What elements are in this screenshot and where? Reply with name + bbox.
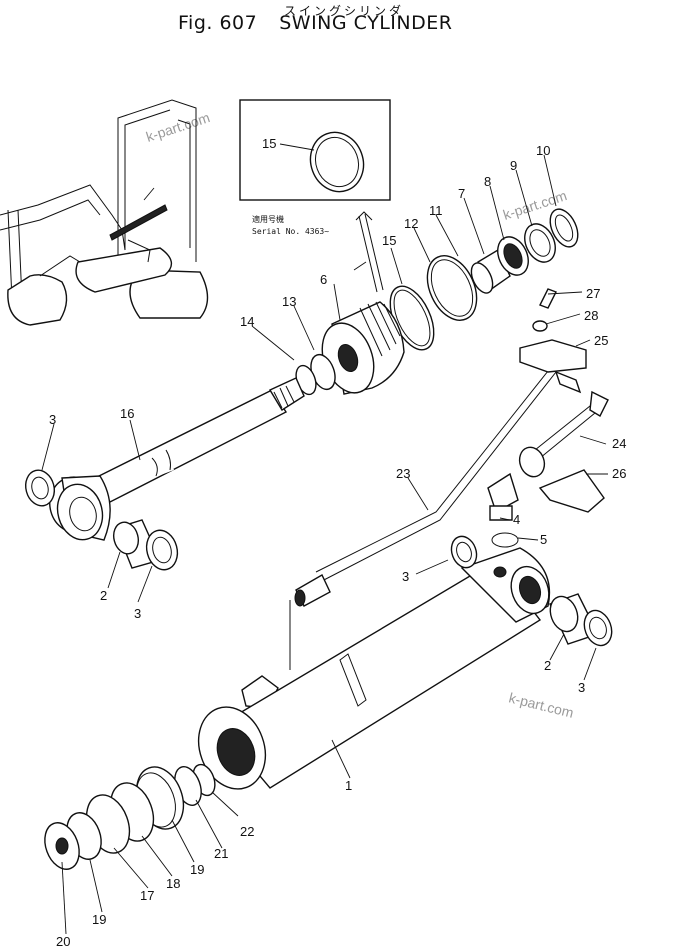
excavator-sketch: [0, 99, 209, 326]
callout-27: 27: [586, 286, 600, 301]
piston-stack: [44, 763, 216, 870]
callout-3-a: 3: [49, 412, 56, 427]
callout-19-lower: 19: [92, 912, 106, 927]
cylinder-tube: [197, 547, 551, 790]
callout-18: 18: [166, 876, 180, 891]
callout-26: 26: [612, 466, 626, 481]
callout-3-d: 3: [578, 680, 585, 695]
callout-14: 14: [240, 314, 254, 329]
callout-24: 24: [612, 436, 626, 451]
right-bushings: [450, 535, 613, 647]
callout-5: 5: [540, 532, 547, 547]
callout-2-left: 2: [100, 588, 107, 603]
left-bushings: [24, 469, 179, 571]
callout-10: 10: [536, 143, 550, 158]
gland-assembly: [295, 301, 405, 396]
title-japanese: スイングシリンダ: [284, 4, 405, 18]
callout-2-right: 2: [544, 658, 551, 673]
callout-21: 21: [214, 846, 228, 861]
leader-lines: [41, 154, 608, 935]
seal-kit-group: [389, 208, 579, 351]
inset-applicable-label: 適用号機: [252, 214, 284, 224]
serial-inset: 15 適用号機 Serial No. 4363~: [239, 99, 391, 293]
callout-28: 28: [584, 308, 598, 323]
pipe-24-bracket: [487, 288, 609, 548]
watermark-4: k-part.com: [507, 689, 575, 721]
callout-23: 23: [396, 466, 410, 481]
callout-labels: 1 2 2 3 3 3 3 4 5 6 7 8 9 10 11 12 13 14…: [49, 143, 626, 949]
callout-15: 15: [382, 233, 396, 248]
figure-header: スイングシリンダ Fig. 607 SWING CYLINDER: [0, 0, 684, 40]
callout-17: 17: [140, 888, 154, 903]
callout-25: 25: [594, 333, 608, 348]
callout-7: 7: [458, 186, 465, 201]
figure-number: Fig. 607: [178, 12, 258, 34]
inset-serial-number: Serial No. 4363~: [252, 227, 329, 236]
callout-9: 9: [510, 158, 517, 173]
callout-8: 8: [484, 174, 491, 189]
callout-6: 6: [320, 272, 327, 287]
callout-11: 11: [429, 203, 443, 218]
callout-4: 4: [513, 512, 520, 527]
callout-1: 1: [345, 778, 352, 793]
callout-19-upper: 19: [190, 862, 204, 877]
watermark-1: k-part.com: [144, 109, 212, 145]
callout-16: 16: [120, 406, 134, 421]
inset-callout-15: 15: [262, 136, 276, 151]
piston-rod: [49, 377, 305, 541]
callout-20: 20: [56, 934, 70, 949]
callout-3-c: 3: [402, 569, 409, 584]
callout-13: 13: [282, 294, 296, 309]
callout-22: 22: [240, 824, 254, 839]
callout-12: 12: [404, 216, 418, 231]
figure-name: SWING CYLINDER: [279, 12, 453, 34]
figure-title: Fig. 607 SWING CYLINDER: [178, 12, 452, 34]
callout-3-b: 3: [134, 606, 141, 621]
